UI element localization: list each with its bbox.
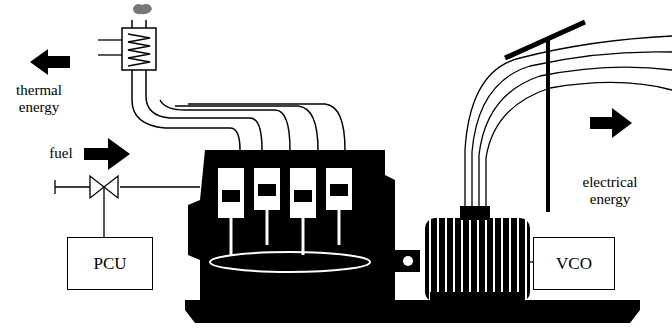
generator [425,206,533,302]
fuel-arrow [84,138,130,170]
thermal-arrow [30,49,70,75]
electrical-arrow [590,108,632,138]
energy-label: electrical energy [565,174,655,208]
control-box: PCU [67,237,153,290]
engine [188,150,420,300]
box-label: VCO [556,254,592,274]
control-box: VCO [533,237,615,290]
power-line [465,22,672,212]
base-frame [185,300,640,323]
heat-exchanger [122,28,156,70]
energy-label: thermal energy [3,82,75,116]
smoke [133,4,152,14]
box-label: PCU [93,254,126,274]
energy-label: fuel [41,145,81,162]
